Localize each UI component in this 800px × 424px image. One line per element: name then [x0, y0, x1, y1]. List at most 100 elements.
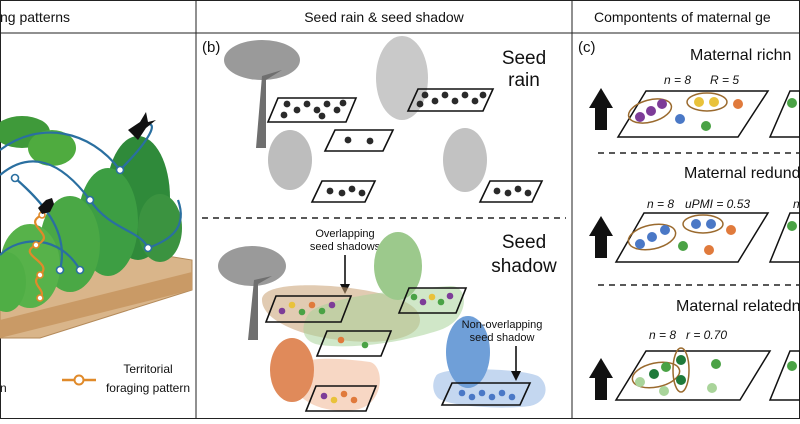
seed-dot [660, 225, 670, 235]
seed-dot [635, 239, 645, 249]
seed-dot [709, 97, 719, 107]
stop-node [143, 243, 153, 253]
tree-canopy [218, 246, 286, 286]
tree-trunk [256, 70, 282, 148]
seed-dot [337, 336, 345, 344]
seed-dot [691, 219, 701, 229]
seed-dot [318, 112, 326, 120]
seed-dot [704, 245, 714, 255]
seed-dot [787, 221, 797, 231]
redundancy-title: Maternal redundan [684, 165, 800, 182]
legend-territorial-label-2: foraging pattern [106, 381, 190, 395]
foraging-path [14, 177, 63, 271]
seed-dot [288, 301, 296, 309]
seed-dot [711, 359, 721, 369]
redundancy-stat: uPMI = 0.53 [685, 197, 750, 211]
territorial-nodes [32, 211, 46, 302]
foraging-path [147, 199, 182, 250]
seed-plot [440, 382, 532, 406]
seed-shadow-plots [264, 287, 532, 412]
seed-dot [701, 121, 711, 131]
seed-dot [446, 292, 454, 300]
tree-canopy [446, 316, 490, 388]
seed-plot [310, 180, 377, 203]
seed-rain-plots [266, 88, 544, 203]
seed-dot [657, 99, 667, 109]
seed-dot [441, 91, 449, 99]
panel-a-title: ng patterns [0, 9, 70, 25]
blue-stop-nodes [10, 165, 153, 275]
seed-dot [313, 106, 321, 114]
nonoverlap-label-1: Non-overlapping [462, 319, 543, 331]
redundancy-plot [614, 212, 770, 263]
seed-dot [366, 137, 374, 145]
seed-plot [478, 180, 544, 203]
seed-dot [326, 187, 334, 195]
seed-dot [350, 396, 358, 404]
tree-canopy [224, 40, 300, 80]
seed-dot [659, 386, 669, 396]
seed-dot [338, 189, 346, 197]
overlap-label-2: seed shadows [310, 241, 381, 253]
seed-dot [320, 392, 328, 400]
seed-dot [323, 100, 331, 108]
seed-shadow-seeds [278, 292, 516, 404]
panel-b-title: Seed rain & seed shadow [304, 9, 464, 25]
seed-dot [646, 106, 656, 116]
seed-dot [431, 97, 439, 105]
seed-dot [283, 100, 291, 108]
seed-dot [676, 375, 686, 385]
increase-arrow-icon [589, 88, 613, 130]
richness-plot-2 [768, 90, 800, 138]
richness-stat: R = 5 [710, 73, 739, 87]
seed-dot [514, 185, 522, 193]
relatedness-n: n = 8 [649, 328, 676, 342]
overlap-label-1: Overlapping [315, 228, 374, 240]
increase-arrow-icon [589, 216, 613, 258]
seed-dot [787, 98, 797, 108]
seed-dot [348, 185, 356, 193]
foraging-path [0, 160, 91, 201]
nonoverlap-arrowhead [511, 371, 521, 381]
seed-dot [706, 219, 716, 229]
seed-dot [308, 301, 316, 309]
seed-dot [675, 114, 685, 124]
seed-dot [416, 100, 424, 108]
stop-node [55, 265, 65, 275]
seed-rain-seeds [280, 91, 532, 197]
seed-plot [315, 330, 393, 357]
stop-node [75, 265, 85, 275]
group-ellipse [686, 92, 728, 112]
seed-dot [635, 112, 645, 122]
seed-shadow-label-2: shadow [491, 256, 557, 277]
seed-dot [458, 389, 466, 397]
seed-dot [488, 393, 496, 401]
group-ellipse [672, 347, 690, 393]
relatedness-plot-2 [768, 350, 800, 401]
seed-dot [508, 393, 516, 401]
legend-territorial-label-1: Territorial [123, 362, 172, 376]
redundancy-n2: n [793, 197, 800, 211]
panel-b: (b) Seed rain Seed shadow Overlapping [202, 36, 566, 412]
richness-plot [616, 90, 770, 138]
stop-node [85, 195, 95, 205]
stop-node [36, 294, 44, 302]
tree-canopy [28, 130, 76, 166]
seed-dot [787, 361, 797, 371]
seed-dot [524, 189, 532, 197]
relatedness-title: Maternal relatedn [676, 298, 800, 315]
seed-plot [304, 385, 378, 412]
seed-dot [421, 91, 429, 99]
nonoverlap-label-2: seed shadow [470, 332, 535, 344]
panel-c: (c) Maternal richn n = 8 R = 5 Maternal … [578, 39, 800, 401]
seed-dot [649, 369, 659, 379]
foraging-path [89, 199, 150, 249]
stop-node [36, 271, 44, 279]
legend-territorial-node [73, 374, 85, 386]
territorial-path [28, 213, 45, 299]
panel-b-label: (b) [202, 39, 220, 56]
seed-dot [344, 136, 352, 144]
seed-dot [293, 106, 301, 114]
richness-n: n = 8 [664, 73, 691, 87]
